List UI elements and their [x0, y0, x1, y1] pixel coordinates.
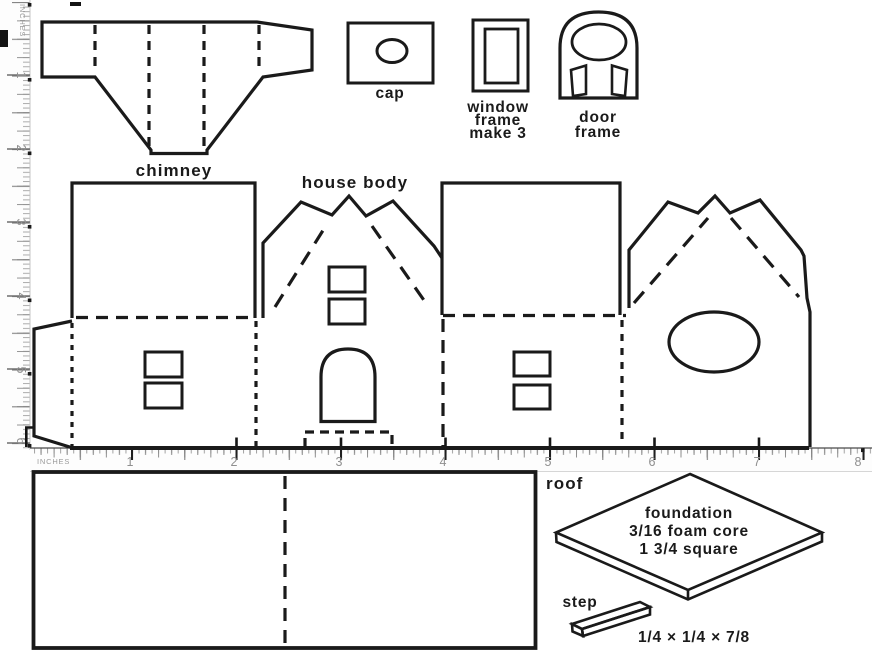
- bottom-ruler-number-6: 6: [649, 455, 656, 469]
- side-wall1-window-top: [143, 350, 184, 379]
- left-ruler-inch-ticks: [7, 74, 30, 444]
- window-frame-label-line2: frame: [475, 112, 521, 129]
- front-gable-window-top: [327, 265, 367, 294]
- rear-gable-outline: [627, 193, 812, 447]
- bottom-ruler: INCHES 1 2 3 4 5 6 7 8: [30, 437, 872, 472]
- bottom-ruler-number-4: 4: [440, 455, 447, 469]
- window-openings: [143, 265, 552, 411]
- roof-label: roof: [546, 474, 583, 493]
- door-frame-right-panel: [610, 63, 629, 98]
- foundation-label-line2: 3/16 foam core: [629, 523, 749, 540]
- bottom-ruler-number-2: 2: [231, 455, 238, 469]
- scan-edge-mark: [0, 30, 8, 47]
- scan-top-mark: [70, 2, 81, 6]
- bottom-ruler-number-8: 8: [855, 455, 862, 469]
- fold-line-roof-diagonals: [273, 216, 801, 308]
- chimney-label: chimney: [136, 161, 213, 180]
- step-label: step: [562, 594, 597, 611]
- door-frame-piece: [558, 10, 639, 100]
- foundation-piece: [552, 472, 826, 601]
- left-ruler-inch-dots: [27, 3, 32, 448]
- left-ruler-unit-label: INCHES: [18, 4, 27, 37]
- cap-piece: [346, 21, 435, 85]
- left-ruler-number-2: 2: [14, 145, 28, 152]
- round-window-opening: [667, 310, 761, 374]
- roof-panel-right-outline: [440, 181, 622, 315]
- side-wall2-window-bottom: [512, 383, 552, 411]
- window-frame-inner: [483, 27, 520, 85]
- bottom-ruler-number-5: 5: [545, 455, 552, 469]
- roof-piece: [31, 470, 538, 650]
- foundation-side-faces: [554, 532, 824, 601]
- left-ruler-number-1: 1: [14, 72, 28, 79]
- bottom-ruler-unit-label: INCHES: [37, 457, 70, 466]
- front-gable-outline: [261, 193, 444, 318]
- left-ruler: INCHES 1 2 3 4 5 6: [0, 0, 35, 450]
- side-wall2-window-top: [512, 350, 552, 378]
- front-gable-window-bottom: [327, 297, 367, 326]
- cap-outline: [346, 21, 435, 85]
- step-end-face: [570, 621, 585, 639]
- left-ruler-number-4: 4: [14, 293, 28, 300]
- left-ruler-number-3: 3: [14, 219, 28, 226]
- bottom-ruler-ticks-half: [30, 448, 872, 472]
- window-frame-label-line3: make 3: [469, 125, 526, 142]
- left-ruler-number-6: 6: [14, 438, 28, 445]
- foundation-label-line1: foundation: [645, 505, 733, 522]
- window-frame-label-line1: window: [466, 99, 529, 116]
- step-placement-outline: [303, 430, 394, 447]
- foundation-label-line3: 1 3/4 square: [639, 541, 738, 558]
- bottom-ruler-number-7: 7: [754, 455, 761, 469]
- door-frame-window: [570, 22, 628, 62]
- left-ruler-number-5: 5: [14, 367, 28, 374]
- house-body-piece: [32, 181, 812, 450]
- cap-hole: [375, 38, 409, 64]
- fold-line-eaves: [76, 313, 626, 320]
- chimney-piece: [40, 20, 314, 156]
- bottom-ruler-number-1: 1: [127, 455, 134, 469]
- window-frame-outer: [471, 18, 530, 93]
- door-frame-left-panel: [569, 63, 588, 98]
- roof-panel-left-outline: [70, 181, 257, 318]
- house-body-label: house body: [302, 173, 408, 192]
- door-frame-outline: [558, 10, 639, 100]
- step-dimensions: 1/4 × 1/4 × 7/8: [638, 629, 750, 646]
- glue-tab-outline: [32, 319, 74, 450]
- door-opening: [319, 347, 377, 424]
- cap-label: cap: [375, 85, 404, 102]
- chimney-outline: [40, 20, 314, 156]
- side-wall1-window-bottom: [143, 381, 184, 410]
- door-frame-label-line2: frame: [575, 124, 621, 141]
- bottom-ruler-end-dot: [861, 448, 865, 453]
- door-frame-label-line1: door: [579, 109, 617, 126]
- bottom-ruler-number-3: 3: [336, 455, 343, 469]
- step-piece: [568, 600, 654, 639]
- window-frame-piece: [471, 18, 530, 93]
- chimney-fold-lines: [93, 25, 261, 147]
- roof-outline: [31, 470, 538, 650]
